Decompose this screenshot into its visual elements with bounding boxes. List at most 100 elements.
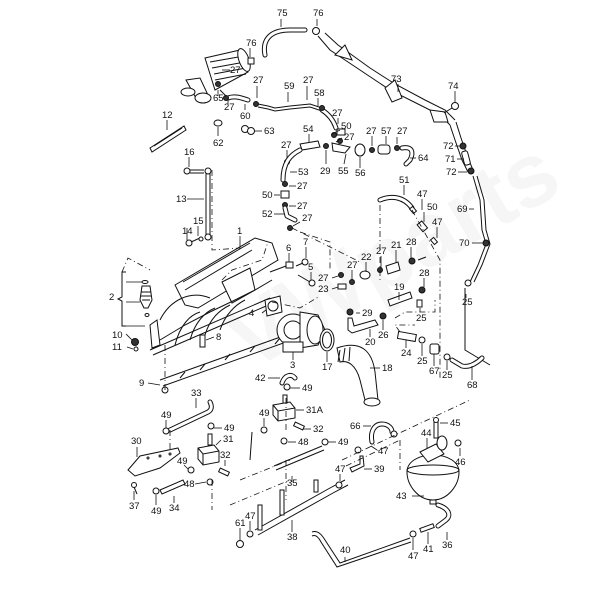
sensor-6 [269, 261, 294, 273]
callout-31a: 31A [306, 405, 324, 416]
callout-8: 8 [216, 332, 221, 343]
callout-23: 23 [318, 284, 329, 295]
bolt-7 [295, 258, 309, 267]
callout-45: 45 [450, 418, 461, 429]
pipe-38 [254, 479, 349, 536]
clamp-27-d [319, 105, 325, 111]
valve-57 [377, 144, 391, 155]
clamp-47-b [429, 236, 439, 246]
nut-10 [131, 338, 139, 346]
callout-51: 51 [399, 175, 410, 186]
callout-63: 63 [264, 126, 275, 137]
clamp-27-g [369, 147, 375, 153]
bracket-30 [127, 447, 181, 477]
callout-47: 47 [335, 464, 346, 475]
callout-27: 27 [281, 140, 292, 151]
callout-20: 20 [365, 337, 376, 348]
callout-27: 27 [302, 213, 313, 224]
callout-27: 27 [297, 201, 308, 212]
injector-2 [139, 280, 153, 317]
callout-12: 12 [162, 110, 173, 121]
callout-65: 65 [213, 93, 224, 104]
callout-25: 25 [462, 297, 473, 308]
callout-53: 53 [298, 167, 309, 178]
clamp-63 [241, 125, 255, 135]
callout-2: 2 [109, 292, 114, 303]
fitting-56 [354, 143, 366, 157]
callout-50: 50 [427, 202, 438, 213]
callout-18: 18 [382, 363, 393, 374]
callout-69: 69 [457, 204, 468, 215]
clamp-28-b [418, 286, 426, 294]
callout-30: 30 [131, 436, 142, 447]
clamp-76-top [312, 27, 320, 35]
gasket-4 [264, 295, 283, 317]
callout-25: 25 [417, 356, 428, 367]
bolt-8 [199, 334, 206, 348]
clamp-49-d [162, 427, 170, 435]
callout-41: 41 [423, 544, 434, 555]
callout-42: 42 [255, 373, 266, 384]
pipe-51 [377, 194, 415, 211]
clamp-72-a [459, 142, 467, 150]
clamp-25-b [418, 336, 426, 344]
bolt-45 [433, 417, 439, 439]
distributor-31 [197, 433, 220, 466]
callout-49: 49 [259, 408, 270, 419]
callout-7: 7 [303, 237, 308, 248]
pipe-59 [257, 103, 323, 109]
callout-37: 37 [129, 501, 140, 512]
tee-55 [331, 142, 351, 154]
clamp-27-h [394, 145, 400, 151]
rod-65 [219, 89, 227, 97]
callout-27: 27 [366, 126, 377, 137]
callout-50: 50 [262, 190, 273, 201]
bracket-73 [317, 32, 474, 173]
callout-55: 55 [338, 166, 349, 177]
callout-49: 49 [224, 423, 235, 434]
clamp-47-d [390, 430, 398, 438]
callout-15: 15 [193, 216, 204, 227]
pipe-35 [273, 445, 325, 471]
callout-49: 49 [338, 437, 349, 448]
clamp-49-e [207, 422, 215, 430]
callout-9: 9 [139, 378, 144, 389]
callout-21: 21 [391, 240, 402, 251]
hose-42 [279, 372, 298, 386]
valve-67 [429, 343, 440, 355]
callout-50: 50 [341, 121, 352, 132]
bolt-16 [183, 167, 204, 175]
callout-28: 28 [419, 268, 430, 279]
part-12-strip [149, 125, 187, 153]
callout-47: 47 [417, 189, 428, 200]
hose-53 [280, 147, 303, 183]
callout-10: 10 [112, 330, 123, 341]
callout-28: 28 [406, 237, 417, 248]
elbow-39 [349, 455, 365, 473]
nut-70 [482, 239, 490, 247]
hose-24 [396, 330, 417, 343]
clamp-49-a [283, 383, 291, 391]
callout-11: 11 [112, 342, 122, 353]
callout-74: 74 [448, 81, 459, 92]
callout-46: 46 [455, 457, 466, 468]
callout-47: 47 [378, 446, 389, 457]
gasket-9 [159, 329, 304, 387]
callout-48: 48 [184, 479, 195, 490]
clamp-27-n [349, 279, 355, 285]
hose-33 [167, 399, 214, 433]
callout-19: 19 [394, 282, 405, 293]
callout-labels: 75 76 76 27 65 27 27 60 59 27 58 73 74 1… [109, 8, 478, 562]
callout-71: 71 [445, 154, 456, 165]
callout-72: 72 [443, 141, 454, 152]
bracket-44 [419, 435, 448, 463]
callout-49: 49 [177, 456, 188, 467]
distributor-31a [272, 394, 296, 422]
leader-lines [125, 19, 483, 562]
callout-29: 29 [362, 308, 373, 319]
callout-60: 60 [240, 111, 251, 122]
callout-52: 52 [262, 209, 273, 220]
plug-25-a [416, 299, 423, 308]
plug-61 [236, 540, 244, 548]
